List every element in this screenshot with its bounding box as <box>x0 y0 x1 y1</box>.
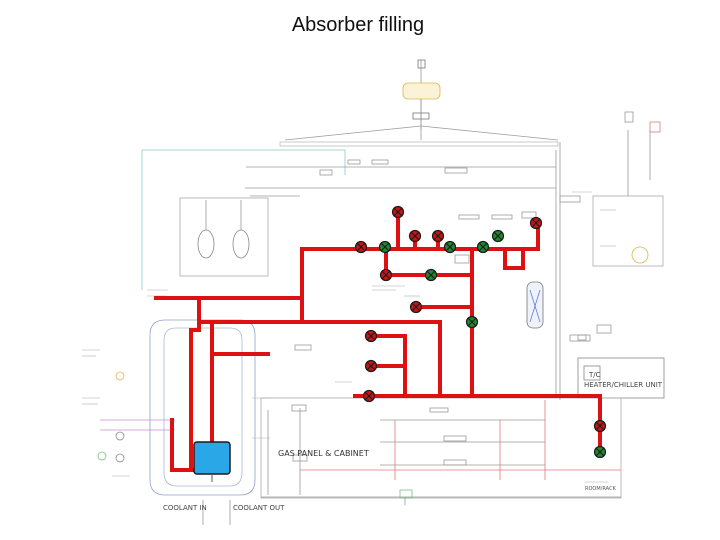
label-heater-chiller: HEATER/CHILLER UNIT <box>584 381 663 389</box>
valve-open-icon <box>443 240 457 254</box>
valve-closed-icon <box>364 329 378 343</box>
valve-open-icon <box>476 240 490 254</box>
valve-open-icon <box>378 240 392 254</box>
valve-open-icon <box>491 229 505 243</box>
absorber-tank <box>193 441 231 475</box>
valve-closed-icon <box>593 419 607 433</box>
valve-closed-icon <box>529 216 543 230</box>
valve-closed-icon <box>431 229 445 243</box>
absorber-fill-lines <box>154 210 602 472</box>
label-tc: T/C <box>588 371 601 379</box>
valve-closed-icon <box>362 389 376 403</box>
valve-closed-icon <box>364 359 378 373</box>
valve-closed-icon <box>391 205 405 219</box>
valve-closed-icon <box>379 268 393 282</box>
valve-open-icon <box>424 268 438 282</box>
valve-closed-icon <box>409 300 423 314</box>
valve-group <box>354 205 607 459</box>
diagram-title: Absorber filling <box>291 14 425 36</box>
label-gas-panel: GAS PANEL & CABINET <box>278 449 369 458</box>
valve-closed-icon <box>354 240 368 254</box>
valve-closed-icon <box>408 229 422 243</box>
schematic-annotations <box>82 191 616 483</box>
label-coolant-out: COOLANT OUT <box>233 504 285 512</box>
label-coolant-in: COOLANT IN <box>163 504 207 512</box>
valve-open-icon <box>465 315 479 329</box>
valve-open-icon <box>593 445 607 459</box>
label-room-rack: ROOM/RACK <box>585 486 616 492</box>
schematic-background <box>97 59 665 525</box>
